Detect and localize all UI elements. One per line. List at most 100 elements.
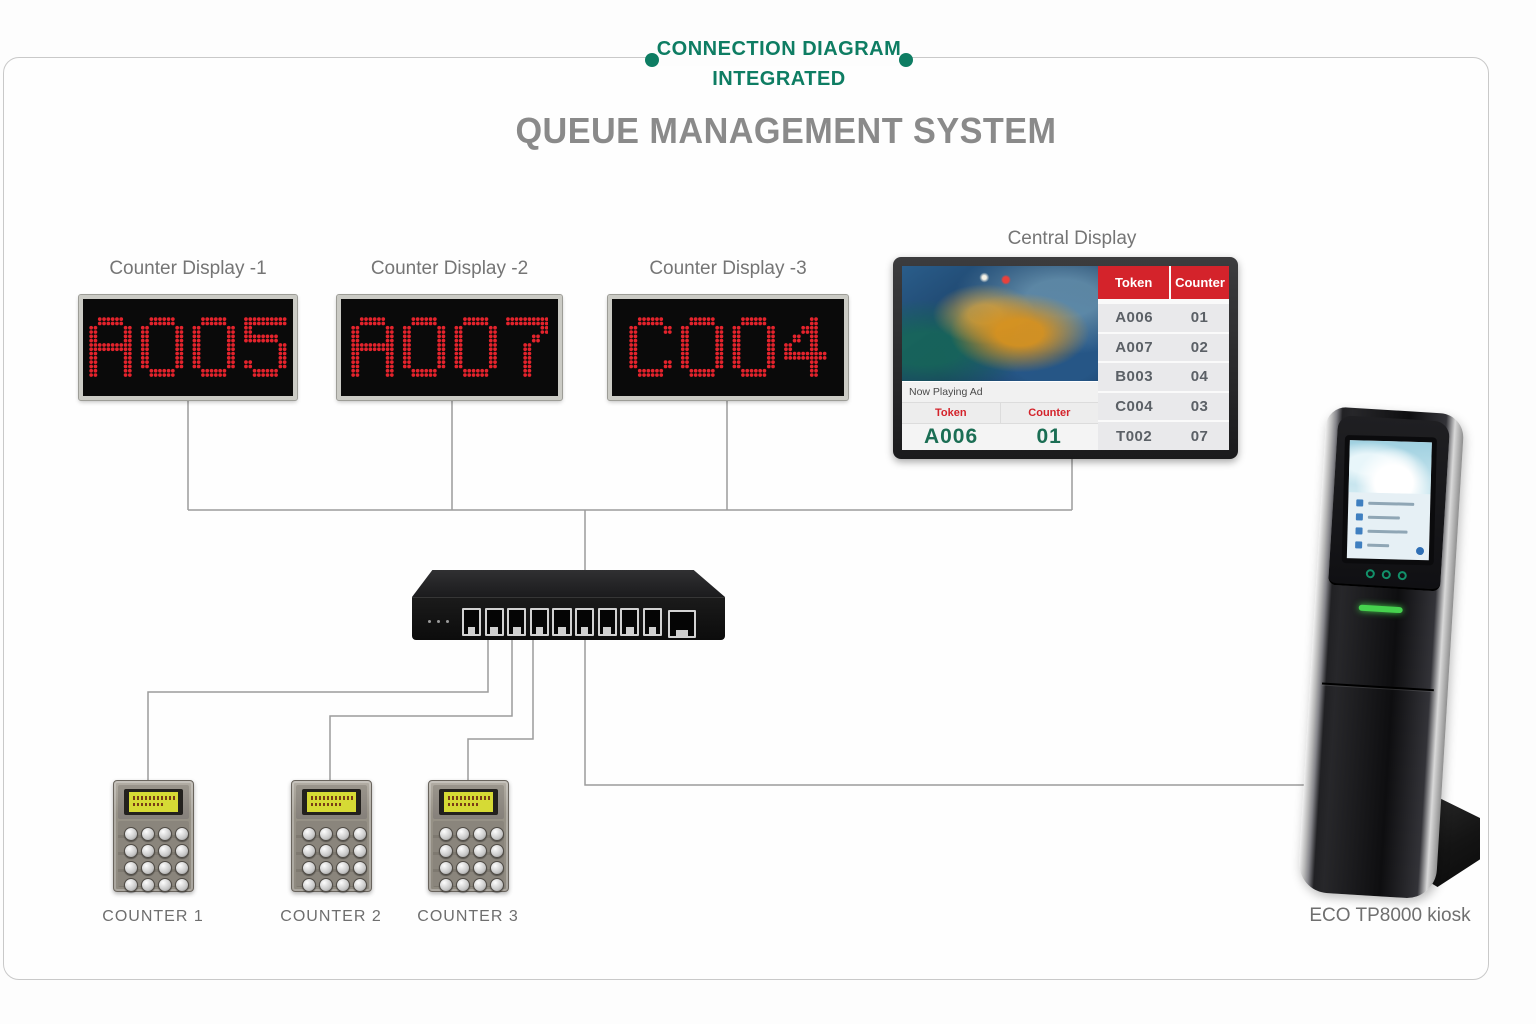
menu-text-bar [1367,529,1408,534]
keypad-key[interactable] [490,827,504,841]
menu-text-bar [1367,515,1400,520]
keypad-key[interactable] [158,878,172,892]
keypad-key[interactable] [439,844,453,858]
ethernet-port [620,608,640,636]
switch-uplink-port [668,610,696,638]
central-display-screen: Now Playing Ad Token Counter A006 01 Tok… [902,266,1229,450]
kiosk-menu-item[interactable] [1355,527,1421,536]
header-left-dot-icon [645,53,659,67]
keypad-key[interactable] [158,844,172,858]
keypad-key[interactable] [158,827,172,841]
keypad-lcd-zone [296,785,367,819]
counter-display-2 [336,294,563,401]
keypad-key[interactable] [175,827,189,841]
switch-top-face [412,570,725,597]
keypad-key[interactable] [175,861,189,875]
menu-text-bar [1367,543,1390,548]
logo-ring-icon [1381,569,1391,580]
counter-display-2-label: Counter Display -2 [370,258,529,279]
led-dot-matrix [89,317,287,378]
keypad-key[interactable] [490,844,504,858]
ticker-token-label: Token [902,403,1001,423]
keypad-key[interactable] [456,861,470,875]
ticker-counter-value: 01 [1036,425,1062,448]
keypad-key[interactable] [353,844,367,858]
switch-status-leds [428,620,452,626]
logo-ring-icon [1365,568,1375,579]
keypad-key[interactable] [490,878,504,892]
keypad-key[interactable] [141,827,155,841]
keypad-key[interactable] [124,827,138,841]
keypad-key[interactable] [124,844,138,858]
keypad-key[interactable] [319,844,333,858]
keypad-key[interactable] [319,861,333,875]
keypad-key[interactable] [302,827,316,841]
keypad-key[interactable] [141,861,155,875]
keypad-key[interactable] [336,844,350,858]
keypad-key[interactable] [302,844,316,858]
switch-led-icon [446,620,449,623]
keypad-key[interactable] [353,878,367,892]
counter-display-1-label: Counter Display -1 [109,258,267,279]
keypad-key[interactable] [124,878,138,892]
menu-icon [1355,541,1363,549]
keypad-key[interactable] [175,844,189,858]
ticket-printer-slot[interactable] [1358,604,1403,614]
counter-display-1 [78,294,298,401]
keypad-key[interactable] [473,861,487,875]
keypad-key[interactable] [353,861,367,875]
keypad-lcd-screen [307,792,356,812]
keypad-key[interactable] [319,878,333,892]
keypad-keys [118,821,189,892]
keypad-key[interactable] [336,861,350,875]
keypad-key[interactable] [456,844,470,858]
ethernet-port [507,608,527,636]
keypad-key[interactable] [302,861,316,875]
keypad-key[interactable] [473,844,487,858]
counter-cell: 01 [1190,309,1209,327]
keypad-key[interactable] [456,827,470,841]
keypad-key[interactable] [141,878,155,892]
menu-text-bar [1368,501,1415,506]
keypad-key[interactable] [302,878,316,892]
keypad-key[interactable] [353,827,367,841]
keypad-lcd-bezel [124,789,183,815]
queue-table-header-counter: Counter [1171,266,1229,299]
keypad-key[interactable] [336,827,350,841]
keypad-key[interactable] [439,878,453,892]
kiosk-menu-item[interactable] [1356,499,1422,508]
kiosk-seam [1321,682,1434,692]
keypad-lcd-zone [433,785,504,819]
led-dot-matrix [629,317,827,378]
counter-cell: 02 [1190,338,1209,356]
kiosk-touchscreen[interactable] [1341,435,1438,566]
kiosk-menu-item[interactable] [1355,541,1421,550]
token-cell: C004 [1115,398,1154,416]
keypad-key[interactable] [473,878,487,892]
keypad-key[interactable] [473,827,487,841]
now-playing-text: Now Playing Ad [902,381,1099,402]
switch-led-icon [437,620,440,623]
kiosk-screen-ui [1346,440,1432,561]
kiosk-menu-item[interactable] [1355,513,1422,522]
keypad-key[interactable] [336,878,350,892]
central-display-tv: Now Playing Ad Token Counter A006 01 Tok… [893,257,1238,459]
keypad-key[interactable] [141,844,155,858]
menu-icon [1355,527,1363,535]
keypad-key[interactable] [490,861,504,875]
page-title: QUEUE MANAGEMENT SYSTEM [515,110,1057,151]
header-right-dot-icon [899,53,913,67]
keypad-key[interactable] [439,827,453,841]
kiosk-label: ECO TP8000 kiosk [1309,905,1471,926]
keypad-key[interactable] [124,861,138,875]
queue-table-header-token: Token [1098,266,1170,299]
keypad-key[interactable] [456,878,470,892]
keypad-key[interactable] [158,861,172,875]
keypad-key[interactable] [439,861,453,875]
keypad-key[interactable] [175,878,189,892]
keypad-lcd-screen [444,792,493,812]
header-border-mask [652,50,906,66]
keypad-key[interactable] [319,827,333,841]
